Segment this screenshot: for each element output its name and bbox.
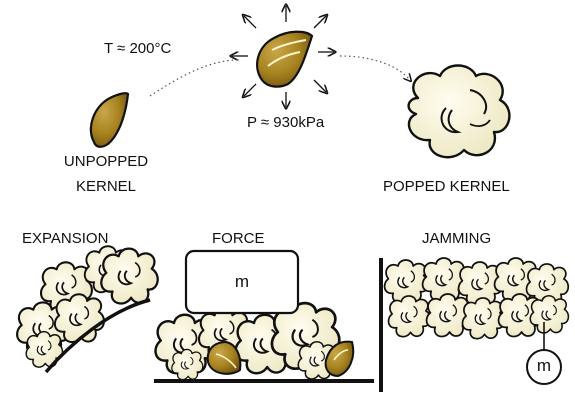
jamming-mass-circle (526, 349, 562, 385)
unpopped-label-line2: KERNEL (75, 178, 137, 195)
heating-path (149, 59, 239, 97)
popped-label: POPPED KERNEL (383, 178, 510, 195)
jamming-mass-label: m (536, 356, 552, 375)
expansion-illustration (16, 245, 159, 374)
popping-path (339, 55, 410, 80)
force-mass-block (184, 249, 300, 315)
jamming-title: JAMMING (422, 230, 492, 247)
heated-kernel (256, 30, 314, 88)
pressure-label: P ≈ 930kPa (247, 114, 325, 131)
popped-kernel (407, 64, 511, 159)
force-kernels (206, 340, 355, 378)
jamming-illustration (379, 257, 570, 392)
force-mass-label: m (234, 272, 250, 291)
unpopped-kernel (89, 92, 130, 148)
pressure-arrows (232, 6, 334, 107)
force-title: FORCE (212, 230, 265, 247)
expansion-wall (44, 298, 151, 374)
expansion-title: EXPANSION (22, 230, 109, 247)
unpopped-label-line1: UNPOPPED (63, 153, 149, 170)
temperature-label: T ≈ 200°C (104, 40, 172, 57)
force-illustration (154, 249, 374, 383)
